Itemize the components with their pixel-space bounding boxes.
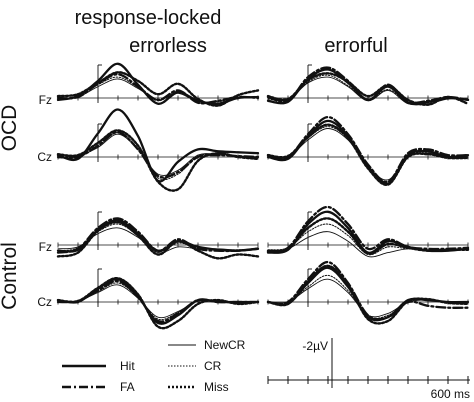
panel-control-cz-errorless bbox=[56, 268, 260, 330]
series-fa-control-fz-errorless bbox=[56, 217, 260, 254]
electrode-label-ocd-cz: Cz bbox=[37, 150, 52, 164]
series-cr-control-cz-errorful bbox=[267, 274, 469, 319]
series-cr-ocd-fz-errorless bbox=[57, 76, 259, 104]
series-miss-ocd-cz-errorless bbox=[56, 129, 260, 192]
figure-title: response-locked bbox=[75, 7, 222, 29]
panel-ocd-cz-errorless bbox=[56, 108, 260, 192]
condition-label-errorless: errorless bbox=[129, 35, 207, 57]
group-label-control: Control bbox=[0, 242, 21, 310]
series-miss-control-fz-errorless bbox=[56, 220, 260, 260]
series-miss-ocd-fz-errorless bbox=[56, 71, 260, 107]
series-hit-ocd-cz-errorless bbox=[56, 108, 260, 183]
scale-amplitude-label: -2µV bbox=[302, 339, 328, 353]
legend-label-hit: Hit bbox=[120, 359, 135, 373]
scale-time-label: 600 ms bbox=[431, 387, 470, 401]
condition-label-errorful: errorful bbox=[324, 35, 387, 57]
legend-label-newcr: NewCR bbox=[204, 338, 246, 352]
legend-label-fa: FA bbox=[120, 380, 135, 394]
legend: Hit FA NewCR CR Miss bbox=[62, 338, 246, 394]
series-newcr-control-cz-errorful bbox=[267, 278, 469, 318]
electrode-label-control-cz: Cz bbox=[37, 295, 52, 309]
scale-ticks bbox=[267, 376, 469, 384]
series-cr-ocd-cz-errorful bbox=[267, 126, 469, 183]
panel-ocd-fz-errorless bbox=[56, 62, 260, 107]
legend-label-miss: Miss bbox=[204, 380, 229, 394]
panel-group bbox=[56, 62, 470, 330]
panel-control-fz-errorful bbox=[266, 205, 470, 258]
series-miss-ocd-fz-errorful bbox=[266, 72, 470, 106]
series-miss-ocd-cz-errorful bbox=[266, 123, 470, 186]
panel-control-cz-errorful bbox=[266, 260, 470, 325]
panel-control-fz-errorless bbox=[56, 211, 260, 260]
panel-ocd-fz-errorful bbox=[266, 64, 470, 106]
series-cr-ocd-fz-errorful bbox=[267, 74, 469, 105]
series-miss-control-cz-errorless bbox=[56, 277, 260, 330]
series-cr-control-cz-errorless bbox=[57, 282, 259, 321]
series-fa-control-fz-errorful bbox=[266, 205, 470, 253]
scale-bar: -2µV 600 ms bbox=[267, 338, 470, 401]
series-miss-control-fz-errorful bbox=[266, 217, 470, 255]
legend-label-cr: CR bbox=[204, 359, 222, 373]
series-fa-control-cz-errorful bbox=[266, 260, 470, 321]
panel-ocd-cz-errorful bbox=[266, 115, 470, 186]
electrode-label-ocd-fz: Fz bbox=[39, 93, 52, 107]
electrode-label-control-fz: Fz bbox=[39, 240, 52, 254]
series-miss-control-cz-errorful bbox=[266, 264, 470, 325]
series-cr-ocd-cz-errorless bbox=[57, 131, 259, 181]
series-newcr-ocd-fz-errorless bbox=[57, 78, 259, 103]
group-label-ocd: OCD bbox=[0, 105, 21, 152]
